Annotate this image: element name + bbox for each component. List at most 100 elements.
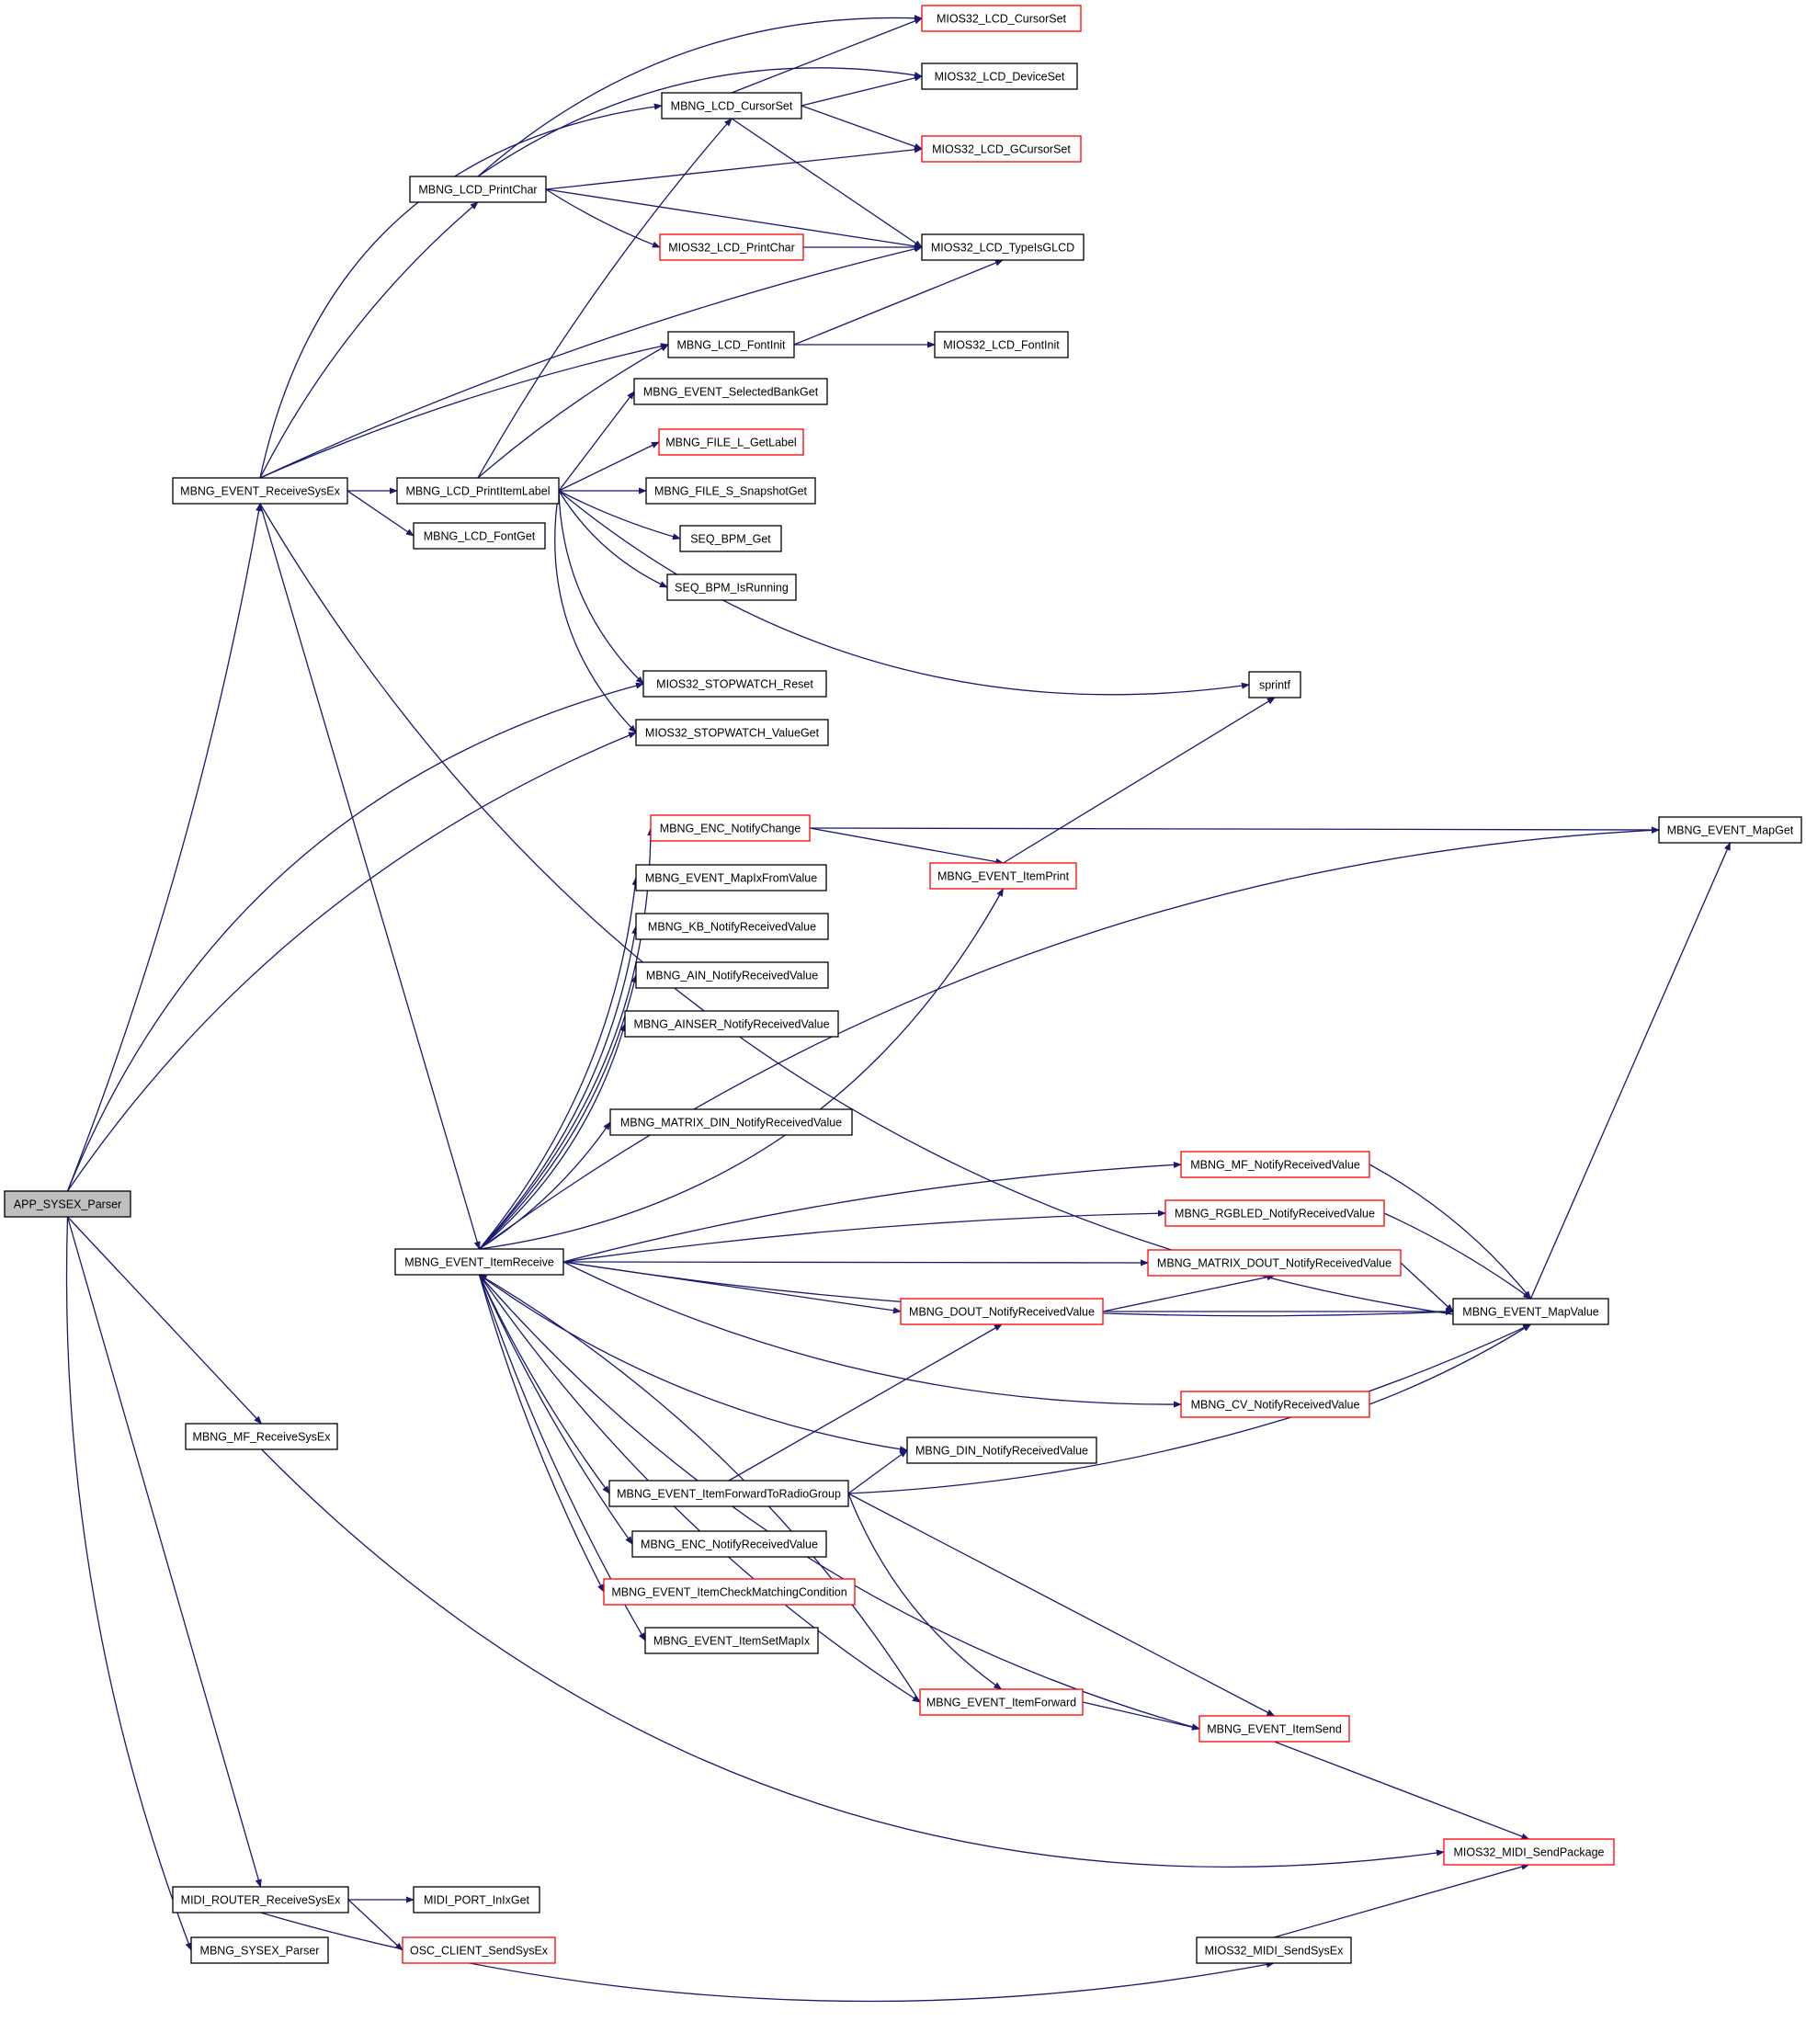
node-item-forward[interactable]: MBNG_EVENT_ItemForward [919, 1688, 1084, 1716]
node-app-sysex[interactable]: APP_SYSEX_Parser [4, 1190, 131, 1218]
node-ainser-notify[interactable]: MBNG_AINSER_NotifyReceivedValue [624, 1010, 839, 1038]
node-seq-running[interactable]: SEQ_BPM_IsRunning [666, 573, 797, 601]
node-box [409, 176, 547, 203]
node-ev-recv-sysex[interactable]: MBNG_EVENT_ReceiveSysEx [172, 477, 348, 505]
node-enc-notify-val[interactable]: MBNG_ENC_NotifyReceivedValue [631, 1530, 827, 1558]
node-file-s[interactable]: MBNG_FILE_S_SnapshotGet [645, 477, 816, 505]
call-edge [545, 188, 661, 248]
node-m-typeisglcd[interactable]: MIOS32_LCD_TypeIsGLCD [921, 233, 1085, 261]
node-label: MBNG_AIN_NotifyReceivedValue [646, 970, 818, 982]
node-cv-notify[interactable]: MBNG_CV_NotifyReceivedValue [1180, 1391, 1370, 1418]
call-edge [558, 391, 635, 492]
node-din-notify[interactable]: MBNG_DIN_NotifyReceivedValue [906, 1436, 1097, 1464]
node-mbng-sysex[interactable]: MBNG_SYSEX_Parser [190, 1936, 329, 1964]
node-box [635, 961, 829, 989]
node-check-match[interactable]: MBNG_EVENT_ItemCheckMatchingCondition [603, 1578, 856, 1606]
node-box [172, 1886, 349, 1913]
node-m-cursorset[interactable]: MIOS32_LCD_CursorSet [921, 5, 1082, 32]
node-ev-mapix[interactable]: MBNG_EVENT_MapIxFromValue [635, 864, 827, 891]
node-box [929, 862, 1077, 890]
call-edge [259, 245, 923, 479]
node-box [413, 1886, 540, 1913]
node-sw-reset[interactable]: MIOS32_STOPWATCH_Reset [642, 670, 827, 698]
node-label: MBNG_LCD_FontGet [424, 530, 536, 543]
node-m-fontinit[interactable]: MIOS32_LCD_FontInit [934, 331, 1069, 358]
node-fwd-radio[interactable]: MBNG_EVENT_ItemForwardToRadioGroup [608, 1480, 849, 1507]
node-midi-sendpkg[interactable]: MIOS32_MIDI_SendPackage [1443, 1838, 1615, 1866]
node-label: MBNG_LCD_CursorSet [671, 100, 793, 113]
call-edge [731, 118, 923, 248]
node-label: MBNG_AINSER_NotifyReceivedValue [633, 1018, 829, 1031]
node-mdout-notify[interactable]: MBNG_MATRIX_DOUT_NotifyReceivedValue [1147, 1249, 1402, 1277]
node-kb-notify[interactable]: MBNG_KB_NotifyReceivedValue [635, 913, 829, 940]
node-lcd-fontinit[interactable]: MBNG_LCD_FontInit [667, 331, 795, 358]
call-edge [259, 201, 479, 479]
call-edge [847, 1449, 908, 1494]
call-edge [478, 877, 639, 1250]
node-lcd-printitem[interactable]: MBNG_LCD_PrintItemLabel [396, 477, 560, 505]
node-label: MBNG_FILE_S_SnapshotGet [654, 485, 808, 498]
call-edge [562, 1261, 1182, 1408]
call-edge [809, 827, 1005, 866]
node-box [921, 135, 1082, 163]
node-item-send[interactable]: MBNG_EVENT_ItemSend [1198, 1715, 1350, 1743]
node-box [608, 1480, 849, 1507]
node-label: MBNG_MF_NotifyReceivedValue [1190, 1159, 1360, 1172]
node-label: MIOS32_LCD_CursorSet [937, 13, 1067, 26]
node-box [919, 1688, 1084, 1716]
node-label: MBNG_CV_NotifyReceivedValue [1191, 1399, 1360, 1412]
node-box [1180, 1151, 1370, 1178]
call-edge [1102, 1274, 1276, 1312]
call-edge [558, 490, 644, 685]
call-edge [1529, 842, 1732, 1300]
node-mdin-notify[interactable]: MBNG_MATRIX_DIN_NotifyReceivedValue [609, 1108, 853, 1136]
node-lcd-printchar[interactable]: MBNG_LCD_PrintChar [409, 176, 547, 203]
node-rgbled-notify[interactable]: MBNG_RGBLED_NotifyReceivedValue [1164, 1199, 1385, 1227]
node-box [394, 1248, 564, 1276]
call-edge [66, 503, 263, 1192]
node-m-printchar[interactable]: MIOS32_LCD_PrintChar [659, 233, 804, 261]
node-lcd-cursorset[interactable]: MBNG_LCD_CursorSet [661, 92, 802, 119]
node-label: MIDI_ROUTER_ReceiveSysEx [181, 1894, 341, 1907]
node-label: MBNG_EVENT_ItemReceive [404, 1256, 554, 1269]
node-file-l[interactable]: MBNG_FILE_L_GetLabel [658, 428, 804, 456]
node-osc-client[interactable]: OSC_CLIENT_SendSysEx [402, 1936, 556, 1964]
call-edge [1273, 1863, 1530, 1938]
node-ev-mapvalue[interactable]: MBNG_EVENT_MapValue [1452, 1298, 1609, 1325]
node-box [635, 913, 829, 940]
node-sel-bank[interactable]: MBNG_EVENT_SelectedBankGet [633, 378, 828, 405]
node-mf-recv-sysex[interactable]: MBNG_MF_ReceiveSysEx [185, 1423, 338, 1450]
call-edge [259, 503, 1532, 1327]
node-label: MBNG_DOUT_NotifyReceivedValue [909, 1306, 1095, 1319]
node-box [1248, 671, 1301, 698]
call-edge [847, 1493, 1276, 1717]
node-sw-value[interactable]: MIOS32_STOPWATCH_ValueGet [635, 719, 829, 746]
node-mf-notify[interactable]: MBNG_MF_NotifyReceivedValue [1180, 1151, 1370, 1178]
node-midi-port[interactable]: MIDI_PORT_InIxGet [413, 1886, 540, 1913]
node-label: APP_SYSEX_Parser [14, 1198, 121, 1211]
node-label: MBNG_EVENT_ItemCheckMatchingCondition [611, 1586, 846, 1599]
node-dout-notify[interactable]: MBNG_DOUT_NotifyReceivedValue [900, 1298, 1104, 1325]
node-label: MBNG_MATRIX_DIN_NotifyReceivedValue [620, 1117, 842, 1130]
node-ev-itemprint[interactable]: MBNG_EVENT_ItemPrint [929, 862, 1077, 890]
node-lcd-fontget[interactable]: MBNG_LCD_FontGet [413, 522, 546, 550]
call-edge [1274, 1741, 1530, 1840]
call-edge [67, 1216, 263, 1425]
node-ain-notify[interactable]: MBNG_AIN_NotifyReceivedValue [635, 961, 829, 989]
node-box [921, 233, 1085, 261]
node-seq-bpm[interactable]: SEQ_BPM_Get [679, 525, 782, 552]
node-enc-notify-change[interactable]: MBNG_ENC_NotifyChange [650, 814, 811, 842]
call-edge [477, 67, 923, 177]
node-m-gcursorset[interactable]: MIOS32_LCD_GCursorSet [921, 135, 1082, 163]
node-midi-sendsysex[interactable]: MIOS32_MIDI_SendSysEx [1196, 1936, 1352, 1964]
call-edge [478, 1274, 921, 1703]
node-set-mapix[interactable]: MBNG_EVENT_ItemSetMapIx [644, 1627, 819, 1654]
node-sprintf[interactable]: sprintf [1248, 671, 1301, 698]
call-edge [562, 1259, 1149, 1266]
node-m-deviceset[interactable]: MIOS32_LCD_DeviceSet [921, 62, 1078, 90]
node-ev-mapget[interactable]: MBNG_EVENT_MapGet [1658, 816, 1802, 844]
node-item-receive[interactable]: MBNG_EVENT_ItemReceive [394, 1248, 564, 1276]
node-midi-router[interactable]: MIDI_ROUTER_ReceiveSysEx [172, 1886, 349, 1913]
node-box [666, 573, 797, 601]
